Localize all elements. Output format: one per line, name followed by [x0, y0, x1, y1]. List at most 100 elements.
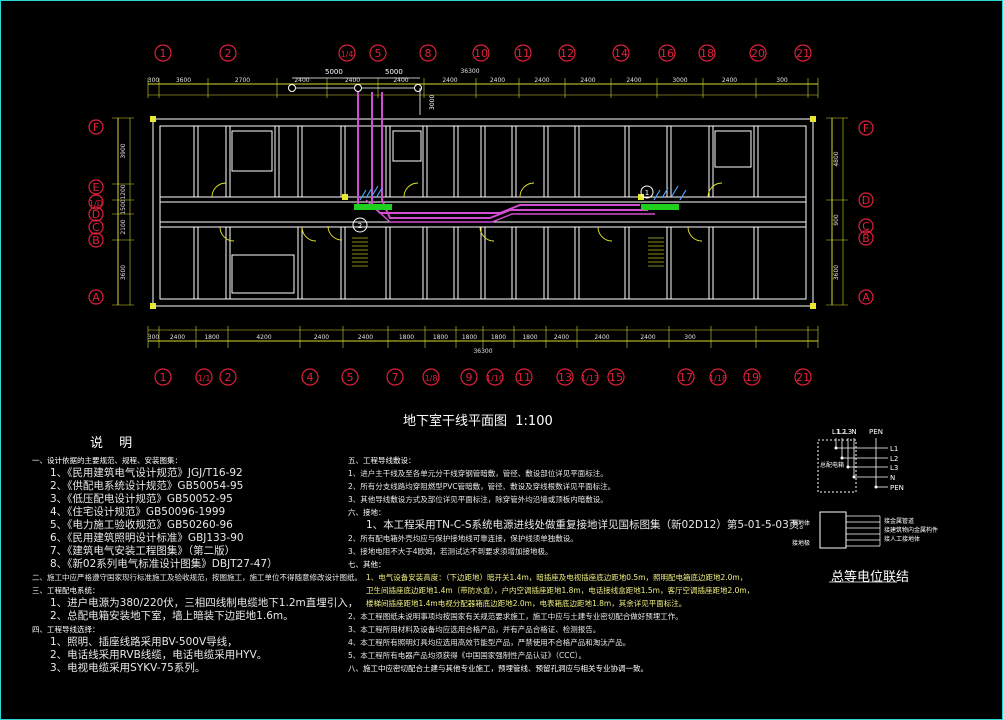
note-line: 四、工程导线选择： [32, 625, 100, 634]
dim-text: 1800 [204, 334, 219, 341]
note-line: 3、电视电缆采用SYKV-75系列。 [50, 662, 206, 674]
partition-wall [543, 125, 549, 198]
partition-wall [574, 226, 580, 300]
note-line: 一、设计依据的主要规范、规程、安装图集： [32, 456, 182, 465]
note-line: 5、本工程所有电器产品均须获得《中国国家强制性产品认证》（CCC）。 [348, 651, 586, 660]
note-line: 三、工程配电系统： [32, 586, 100, 595]
axis-label: C [862, 220, 870, 233]
trunk-line [381, 92, 648, 219]
leader-line [365, 187, 373, 199]
dim-text: 4200 [256, 334, 271, 341]
dim-text: 2400 [442, 77, 457, 84]
axis-circle [338, 44, 356, 62]
partition-wall [297, 125, 303, 198]
axis-label: 1/1 [198, 374, 211, 383]
eq-left-label: 接地极 [792, 539, 810, 547]
axis-circle [558, 44, 576, 62]
partition-wall [385, 226, 391, 300]
axis-circle [515, 368, 533, 386]
axis-circle [709, 368, 727, 386]
dim-text: 1200 [120, 184, 127, 199]
axis-circle [419, 44, 437, 62]
axis-circle [677, 368, 695, 386]
axis-circle [858, 230, 874, 246]
note-line: 2、所有分支线路均穿阻燃型PVC管暗敷，管径、敷设及穿线根数详见平面标注。 [348, 482, 616, 491]
note-line: 5、《电力施工验收规范》GB50260-96 [50, 519, 233, 531]
axis-circle [219, 44, 237, 62]
axis-label: 1 [160, 371, 167, 384]
axis-label: D [862, 194, 870, 207]
axis-circle [219, 368, 237, 386]
axis-label: 4 [307, 371, 314, 384]
ground-point [414, 84, 422, 92]
dim-text: 300 [148, 77, 160, 84]
note-line: 2、电话线采用RVB线缆，电话电缆采用HYV。 [50, 649, 268, 661]
door-arc [687, 226, 703, 242]
axis-label: 14 [614, 47, 628, 60]
eq-right-label: 接金属管道 [884, 517, 914, 525]
dim-text: 2400 [626, 77, 641, 84]
axis-label: 16 [660, 47, 674, 60]
dim-text: 300 [148, 334, 160, 341]
axis-circle [88, 232, 104, 248]
note-line: 六、接地： [348, 508, 386, 517]
axis-circle [581, 368, 599, 386]
axis-circle [612, 44, 630, 62]
note-line: 1、进户主干线及至各单元分干线穿钢管暗敷，管径、敷设部位详见平面标注。 [348, 469, 608, 478]
dim-text: 1800 [433, 334, 448, 341]
dim-text: 300 [684, 334, 696, 341]
plan-scale: 1:100 [515, 414, 553, 429]
axis-circle [749, 44, 767, 62]
axis-label: 13 [558, 371, 572, 384]
axis-circle [88, 206, 104, 222]
partition-wall [708, 226, 714, 300]
distribution-box [354, 204, 392, 210]
partition-wall [708, 125, 714, 198]
dim-text: 1800 [462, 334, 477, 341]
leader-line [671, 185, 679, 197]
note-line: 八、施工中应密切配合土建与其他专业施工，预埋管线、预留孔洞应与相关专业协调一致。 [348, 664, 648, 673]
equipotential-title: 总等电位联结 [831, 570, 910, 585]
axis-circle [460, 368, 478, 386]
dim-text: 300 [776, 77, 788, 84]
dim-text: 2400 [580, 77, 595, 84]
note-line: 7、《建筑电气安装工程图集》（第二版） [50, 545, 236, 557]
building-walls [150, 116, 816, 309]
axis-label: 10 [474, 47, 488, 60]
plan-title: 地下室干线平面图 1:100 [403, 410, 553, 429]
small-dim: 5000 [385, 68, 403, 76]
axis-label: 1/18 [709, 374, 727, 383]
door-arc [519, 182, 535, 198]
partition-wall [422, 226, 428, 300]
distribution-box [641, 204, 679, 210]
note-line: 五、工程导线敷设： [348, 456, 416, 465]
axis-label: D [92, 208, 100, 221]
dim-text: 1800 [399, 334, 414, 341]
bus-label: N [851, 428, 856, 436]
axis-circle [386, 368, 404, 386]
axis-label: B [92, 234, 100, 247]
door-arc [219, 226, 235, 242]
dim-text: 2400 [294, 77, 309, 84]
axis-label: C [92, 221, 100, 234]
dim-text: 2400 [314, 334, 329, 341]
dim-text: 2400 [640, 334, 655, 341]
axis-circle [341, 368, 359, 386]
small-dim: 3000 [429, 95, 436, 110]
dim-text: 900 [833, 214, 840, 226]
dim-text: 3600 [120, 265, 127, 280]
room-detail [714, 130, 752, 168]
partition-wall [543, 226, 549, 300]
note-line: 1、电气设备安装高度：（下边距地）暗开关1.4m，暗插座及电视插座底边距地0.5… [366, 573, 748, 582]
partition-wall [193, 125, 199, 198]
small-dim: 5000 [325, 68, 343, 76]
bus-label: L3 [844, 428, 852, 436]
door-arc [597, 226, 613, 242]
axis-label: 1/8 [425, 374, 438, 383]
note-line: 2、《供配电系统设计规范》GB50054-95 [50, 480, 244, 492]
plan-title-text: 地下室干线平面图 [403, 414, 508, 429]
box-label: 1 [645, 189, 649, 197]
